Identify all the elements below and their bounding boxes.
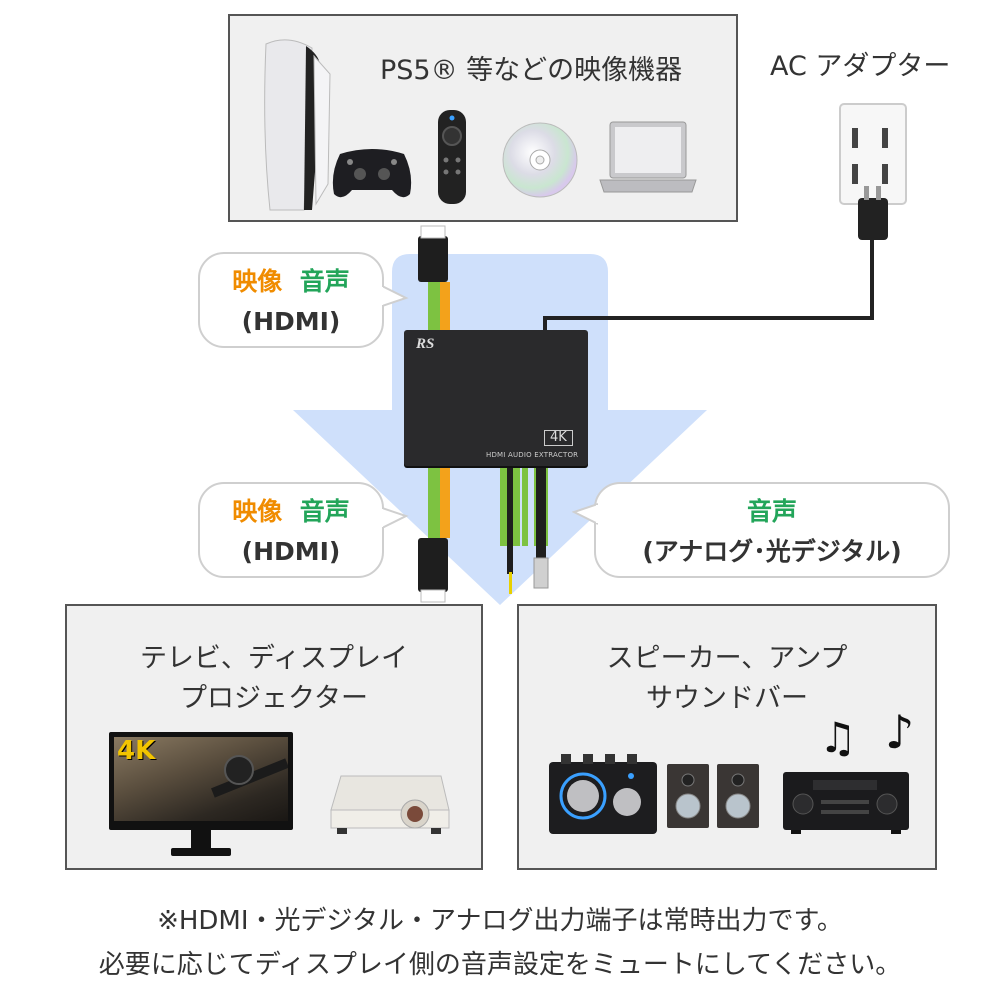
- source-devices-box: PS5® 等などの映像機器: [228, 14, 738, 222]
- laptop-icon: [599, 121, 697, 193]
- bubble-pointer: [382, 507, 409, 529]
- ac-adapter-label: AC アダプター: [770, 51, 951, 82]
- signal-type-label: (HDMI): [241, 307, 341, 336]
- svg-text:♪: ♪: [885, 705, 914, 759]
- game-controller-icon: [332, 149, 412, 198]
- footer-note-line2: 必要に応じてディスプレイ側の音声設定をミュートにしてください。: [98, 950, 902, 980]
- audio-devices-box: スピーカー、アンプ サウンドバー ♫ ♪: [517, 604, 937, 870]
- video-label: 映像: [232, 497, 283, 526]
- display-devices-box: テレビ、ディスプレイ プロジェクター 4K: [65, 604, 483, 870]
- av-receiver-icon: [783, 772, 909, 834]
- amplifier-icon: [549, 754, 657, 834]
- output-hdmi-bubble: 映像 音声 (HDMI): [198, 482, 384, 578]
- device-logo: RS: [416, 336, 435, 352]
- monitor-icon: 4K: [109, 732, 293, 856]
- monitor-4k-label: 4K: [117, 736, 156, 766]
- bubble-pointer: [572, 503, 598, 525]
- signal-type-label: (アナログ･光デジタル): [642, 537, 902, 566]
- disc-icon: [502, 122, 578, 198]
- music-notes-icon: ♫ ♪: [819, 705, 914, 762]
- video-label: 映像: [232, 267, 283, 296]
- input-signal-bubble: 映像 音声 (HDMI): [198, 252, 384, 348]
- signal-type-label: (HDMI): [241, 537, 341, 566]
- audio-devices-title-line2: サウンドバー: [646, 683, 808, 714]
- remote-control-icon: [438, 110, 466, 204]
- display-devices-title-line2: プロジェクター: [180, 683, 368, 714]
- device-model-label: HDMI AUDIO EXTRACTOR: [486, 451, 579, 459]
- projector-icon: [330, 775, 450, 834]
- bubble-pointer: [382, 285, 409, 307]
- audio-label: 音声: [746, 497, 797, 526]
- speakers-icon: [667, 764, 759, 828]
- audio-label: 音声: [299, 497, 350, 526]
- output-audio-bubble: 音声 (アナログ･光デジタル): [594, 482, 950, 578]
- display-devices-title-line1: テレビ、ディスプレイ: [139, 643, 409, 674]
- source-devices-title: PS5® 等などの映像機器: [380, 55, 683, 86]
- device-4k-badge: 4K: [544, 430, 573, 446]
- svg-text:♫: ♫: [819, 713, 857, 762]
- ps5-console-icon: [264, 39, 331, 211]
- hdmi-audio-extractor-device: RS 4K HDMI AUDIO EXTRACTOR: [404, 330, 588, 466]
- footer-note-line1: ※HDMI・光デジタル・アナログ出力端子は常時出力です。: [157, 906, 843, 936]
- audio-devices-title-line1: スピーカー、アンプ: [606, 643, 848, 674]
- audio-label: 音声: [299, 267, 350, 296]
